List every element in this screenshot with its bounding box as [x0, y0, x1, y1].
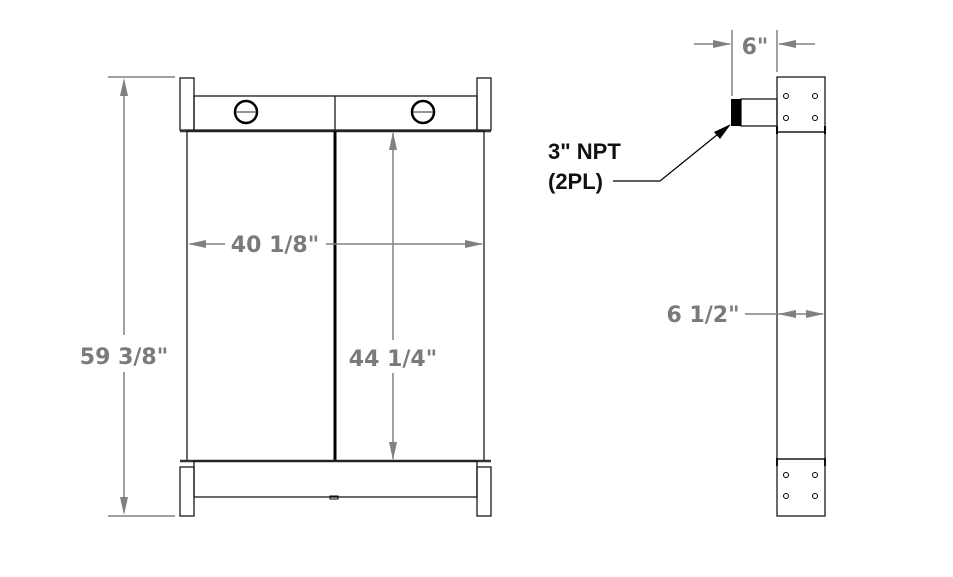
- drain-plug-icon: [329, 495, 339, 500]
- side-view: 6" 3" NPT (2PL) 6 1/2": [548, 30, 826, 517]
- core-width-dimension: 40 1/8": [188, 233, 483, 258]
- overall-height-label: 59 3/8": [80, 345, 168, 370]
- inlet-offset-label: 6": [742, 35, 769, 60]
- pipe-nozzle: [740, 98, 778, 127]
- npt-callout: 3" NPT (2PL): [548, 124, 731, 194]
- front-view: 59 3/8" 40 1/8" 44 1/4": [80, 76, 492, 517]
- side-body: [776, 131, 826, 460]
- side-bottom-flange: [776, 458, 826, 517]
- inlet-port-icon: [233, 99, 259, 125]
- top-right-bracket: [476, 77, 492, 131]
- core-height-dimension: 44 1/4": [349, 132, 437, 460]
- overall-height-dimension: 59 3/8": [80, 76, 175, 517]
- top-left-bracket: [179, 77, 195, 131]
- core-width-label: 40 1/8": [231, 233, 319, 258]
- outlet-port-icon: [410, 99, 436, 125]
- side-top-flange: [776, 76, 826, 133]
- bottom-left-bracket: [179, 466, 195, 517]
- bottom-tank: [193, 460, 478, 498]
- npt-callout-line2: (2PL): [548, 169, 603, 194]
- depth-dimension: 6 1/2": [666, 303, 824, 328]
- depth-label: 6 1/2": [666, 303, 739, 328]
- npt-callout-line1: 3" NPT: [548, 139, 621, 164]
- inlet-offset-dimension: 6": [694, 30, 815, 96]
- npt-fitting-icon: [731, 99, 741, 126]
- bottom-right-bracket: [476, 466, 492, 517]
- core-height-label: 44 1/4": [349, 347, 437, 372]
